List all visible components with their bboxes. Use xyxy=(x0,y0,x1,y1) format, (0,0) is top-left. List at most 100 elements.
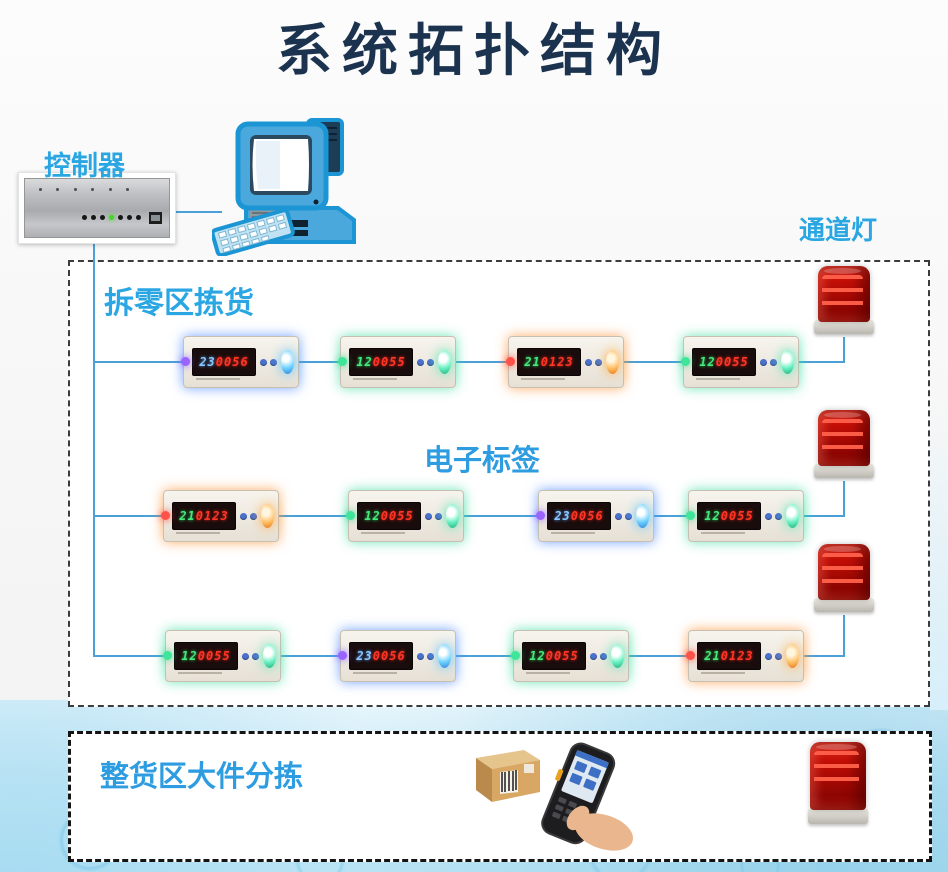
tag-digits-lead: 23 xyxy=(356,649,373,663)
bulk-zone-label: 整货区大件分拣 xyxy=(100,759,304,793)
cardboard-box-icon xyxy=(476,750,540,802)
page-title: 系统拓扑结构 xyxy=(276,19,672,84)
tag-digits-rest: 0055 xyxy=(720,509,754,523)
beacon-base xyxy=(808,808,868,824)
cable-branch-row2 xyxy=(93,515,169,517)
tag-buttons xyxy=(425,512,442,520)
tag-digits-rest: 0056 xyxy=(372,649,406,663)
tag-digits-rest: 0055 xyxy=(715,355,749,369)
tag-digits-lead: 12 xyxy=(699,355,716,369)
controller-front-panel xyxy=(24,178,170,238)
tag-edge-led-icon xyxy=(686,651,695,660)
tag-edge-led-icon xyxy=(338,651,347,660)
tag-buttons xyxy=(585,358,602,366)
tag-buttons xyxy=(417,358,434,366)
tag-buttons xyxy=(240,512,257,520)
tag-confirm-led-icon xyxy=(786,504,799,528)
tag-confirm-led-icon xyxy=(606,350,619,374)
controller-device xyxy=(18,172,176,244)
cable-branch-row1 xyxy=(93,361,189,363)
handheld-scanner-icon xyxy=(476,742,634,851)
tag-edge-led-icon xyxy=(338,357,347,366)
tag-confirm-led-icon xyxy=(438,350,451,374)
tag-digits-rest: 0056 xyxy=(570,509,604,523)
picking-zone-label: 拆零区拣货 xyxy=(104,286,254,321)
beacon-dome xyxy=(818,266,870,322)
decorative-right-strip xyxy=(930,400,948,710)
tag-digits-rest: 0123 xyxy=(540,355,574,369)
tag-edge-led-icon xyxy=(686,511,695,520)
tag-confirm-led-icon xyxy=(781,350,794,374)
tag-confirm-led-icon xyxy=(636,504,649,528)
cable-trunk xyxy=(93,244,95,657)
tag-edge-led-icon xyxy=(511,651,520,660)
tag-digits-lead: 12 xyxy=(704,509,721,523)
tag-confirm-led-icon xyxy=(263,644,276,668)
hand xyxy=(566,805,634,851)
tag-edge-led-icon xyxy=(681,357,690,366)
channel-light-label: 通道灯 xyxy=(799,216,878,246)
beacon-dome xyxy=(818,544,870,600)
cable-row3 xyxy=(165,655,845,657)
tag-digits-lead: 12 xyxy=(356,355,373,369)
tag-digits-rest: 0123 xyxy=(720,649,754,663)
cable-row2-beacon xyxy=(843,481,845,517)
tag-digits-lead: 12 xyxy=(181,649,198,663)
cable-branch-row3 xyxy=(93,655,171,657)
tag-confirm-led-icon xyxy=(281,350,294,374)
tag-confirm-led-icon xyxy=(611,644,624,668)
tag-confirm-led-icon xyxy=(261,504,274,528)
controller-label: 控制器 xyxy=(44,151,125,182)
tag-digits-rest: 0055 xyxy=(545,649,579,663)
tag-digits-lead: 12 xyxy=(529,649,546,663)
tag-buttons xyxy=(260,358,277,366)
beacon-base xyxy=(814,320,874,334)
beacon-base xyxy=(814,464,874,478)
tag-digits-rest: 0055 xyxy=(372,355,406,369)
electronic-tag-label: 电子标签 xyxy=(424,443,541,477)
tag-edge-led-icon xyxy=(536,511,545,520)
controller-screws xyxy=(39,188,129,191)
desktop-pc-icon xyxy=(212,118,356,256)
tag-buttons xyxy=(765,512,782,520)
tag-edge-led-icon xyxy=(346,511,355,520)
tag-buttons xyxy=(417,652,434,660)
tag-buttons xyxy=(242,652,259,660)
cable-controller-to-pc xyxy=(176,211,222,213)
tag-digits-lead: 21 xyxy=(704,649,721,663)
tag-digits-lead: 23 xyxy=(554,509,571,523)
tag-digits-lead: 12 xyxy=(364,509,381,523)
tag-buttons xyxy=(765,652,782,660)
cable-row1-beacon xyxy=(843,337,845,363)
cable-row3-beacon xyxy=(843,615,845,657)
tag-buttons xyxy=(760,358,777,366)
cable-row2 xyxy=(163,515,845,517)
tag-edge-led-icon xyxy=(506,357,515,366)
tag-confirm-led-icon xyxy=(446,504,459,528)
alarm-beacon-icon xyxy=(812,544,876,612)
controller-status-leds xyxy=(82,215,141,220)
tag-buttons xyxy=(590,652,607,660)
beacon-dome xyxy=(810,742,866,810)
tag-confirm-led-icon xyxy=(786,644,799,668)
tag-digits-rest: 0055 xyxy=(197,649,231,663)
